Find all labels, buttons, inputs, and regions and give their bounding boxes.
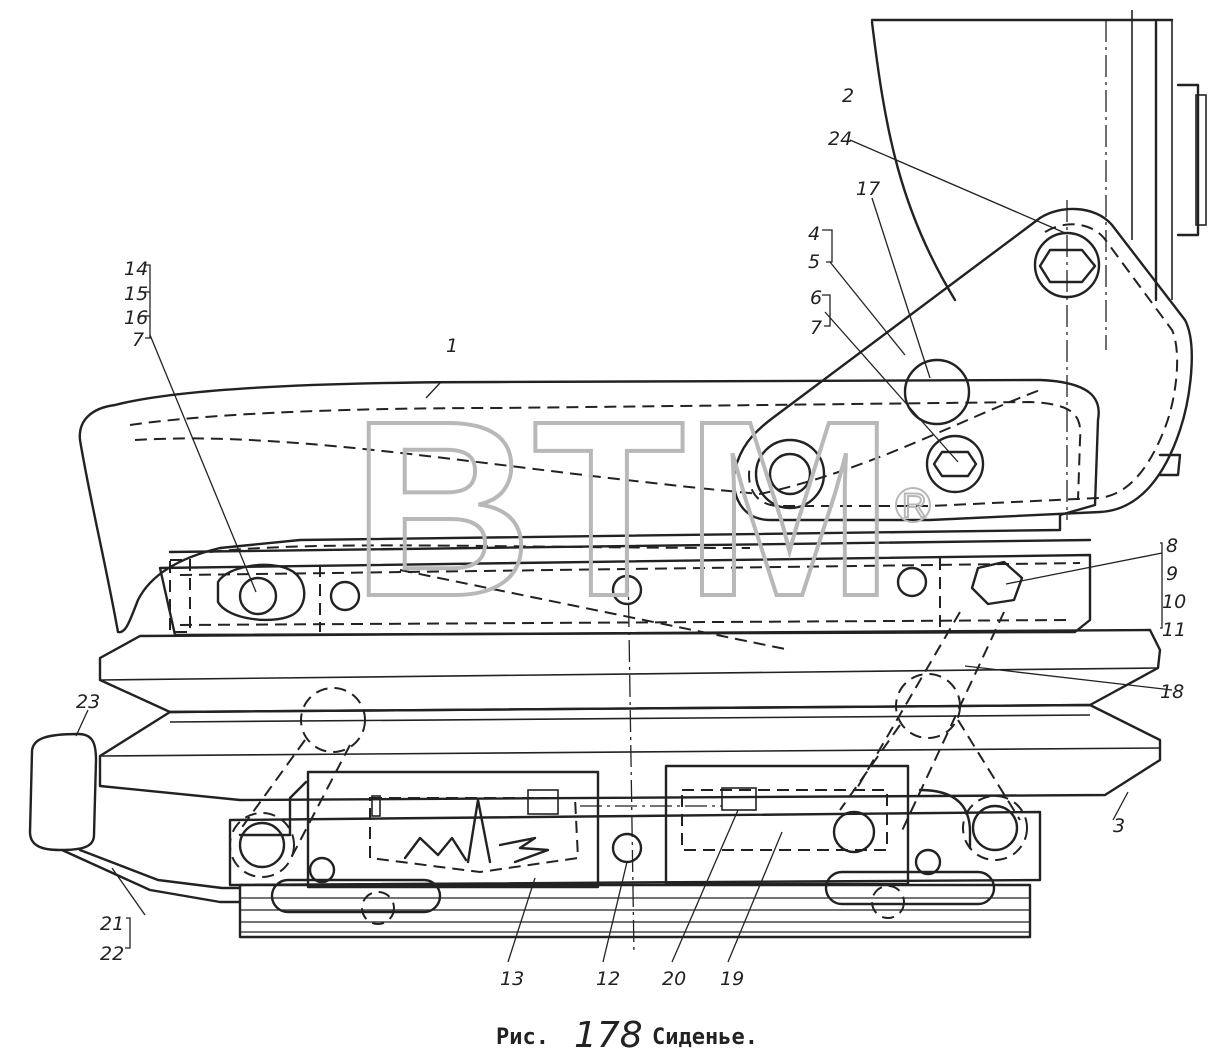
callout-24: 24 [828,128,852,150]
callout-labels: 1 2 3 4 5 6 7 7 8 9 10 11 12 13 14 15 16… [76,85,1186,990]
callout-2: 2 [842,85,854,107]
callout-16: 16 [124,307,148,329]
callout-22: 22 [100,943,124,965]
callout-19: 19 [720,968,744,990]
callout-7-bracket-6: 7 [810,317,822,339]
watermark-text: BTM [352,369,894,648]
caption-prefix: Рис. [496,1025,549,1050]
spring-mechanism [580,787,888,854]
callout-17: 17 [856,178,880,200]
figure-caption: Рис. 178 Сиденье. [496,1015,758,1056]
btm-watermark: BTM R [350,367,931,650]
callout-12: 12 [596,968,620,990]
callout-20: 20 [662,968,686,990]
callout-9: 9 [1166,563,1178,585]
callout-14: 14 [124,258,148,280]
maz-emblem [369,789,580,874]
callout-5: 5 [808,251,820,273]
caption-title: Сиденье. [652,1025,758,1050]
callout-6: 6 [810,287,822,309]
backrest [870,10,1207,477]
center-axis [626,499,635,956]
callout-3: 3 [1113,815,1125,837]
callout-10: 10 [1162,591,1186,613]
callout-7-bracket-14: 7 [132,329,144,351]
callout-18: 18 [1160,681,1184,703]
callout-11: 11 [1162,619,1186,641]
hinge-bracket [732,200,1193,522]
callout-4: 4 [808,223,820,245]
seat-cushion [78,378,1100,634]
upper-frame-rail [158,553,1092,651]
callout-21: 21 [100,913,124,935]
callout-15: 15 [124,283,148,305]
leader-lines [75,139,1173,963]
callout-23: 23 [76,691,100,713]
bellows-cover [98,628,1162,802]
callout-8: 8 [1166,535,1178,557]
caption-number: 178 [574,1015,643,1056]
callout-1: 1 [446,335,458,357]
seat-base [228,611,1042,939]
adjustment-handle [28,732,242,904]
watermark-registered-mark: R [902,487,927,525]
base-hatching [240,897,1030,933]
callout-13: 13 [500,968,524,990]
